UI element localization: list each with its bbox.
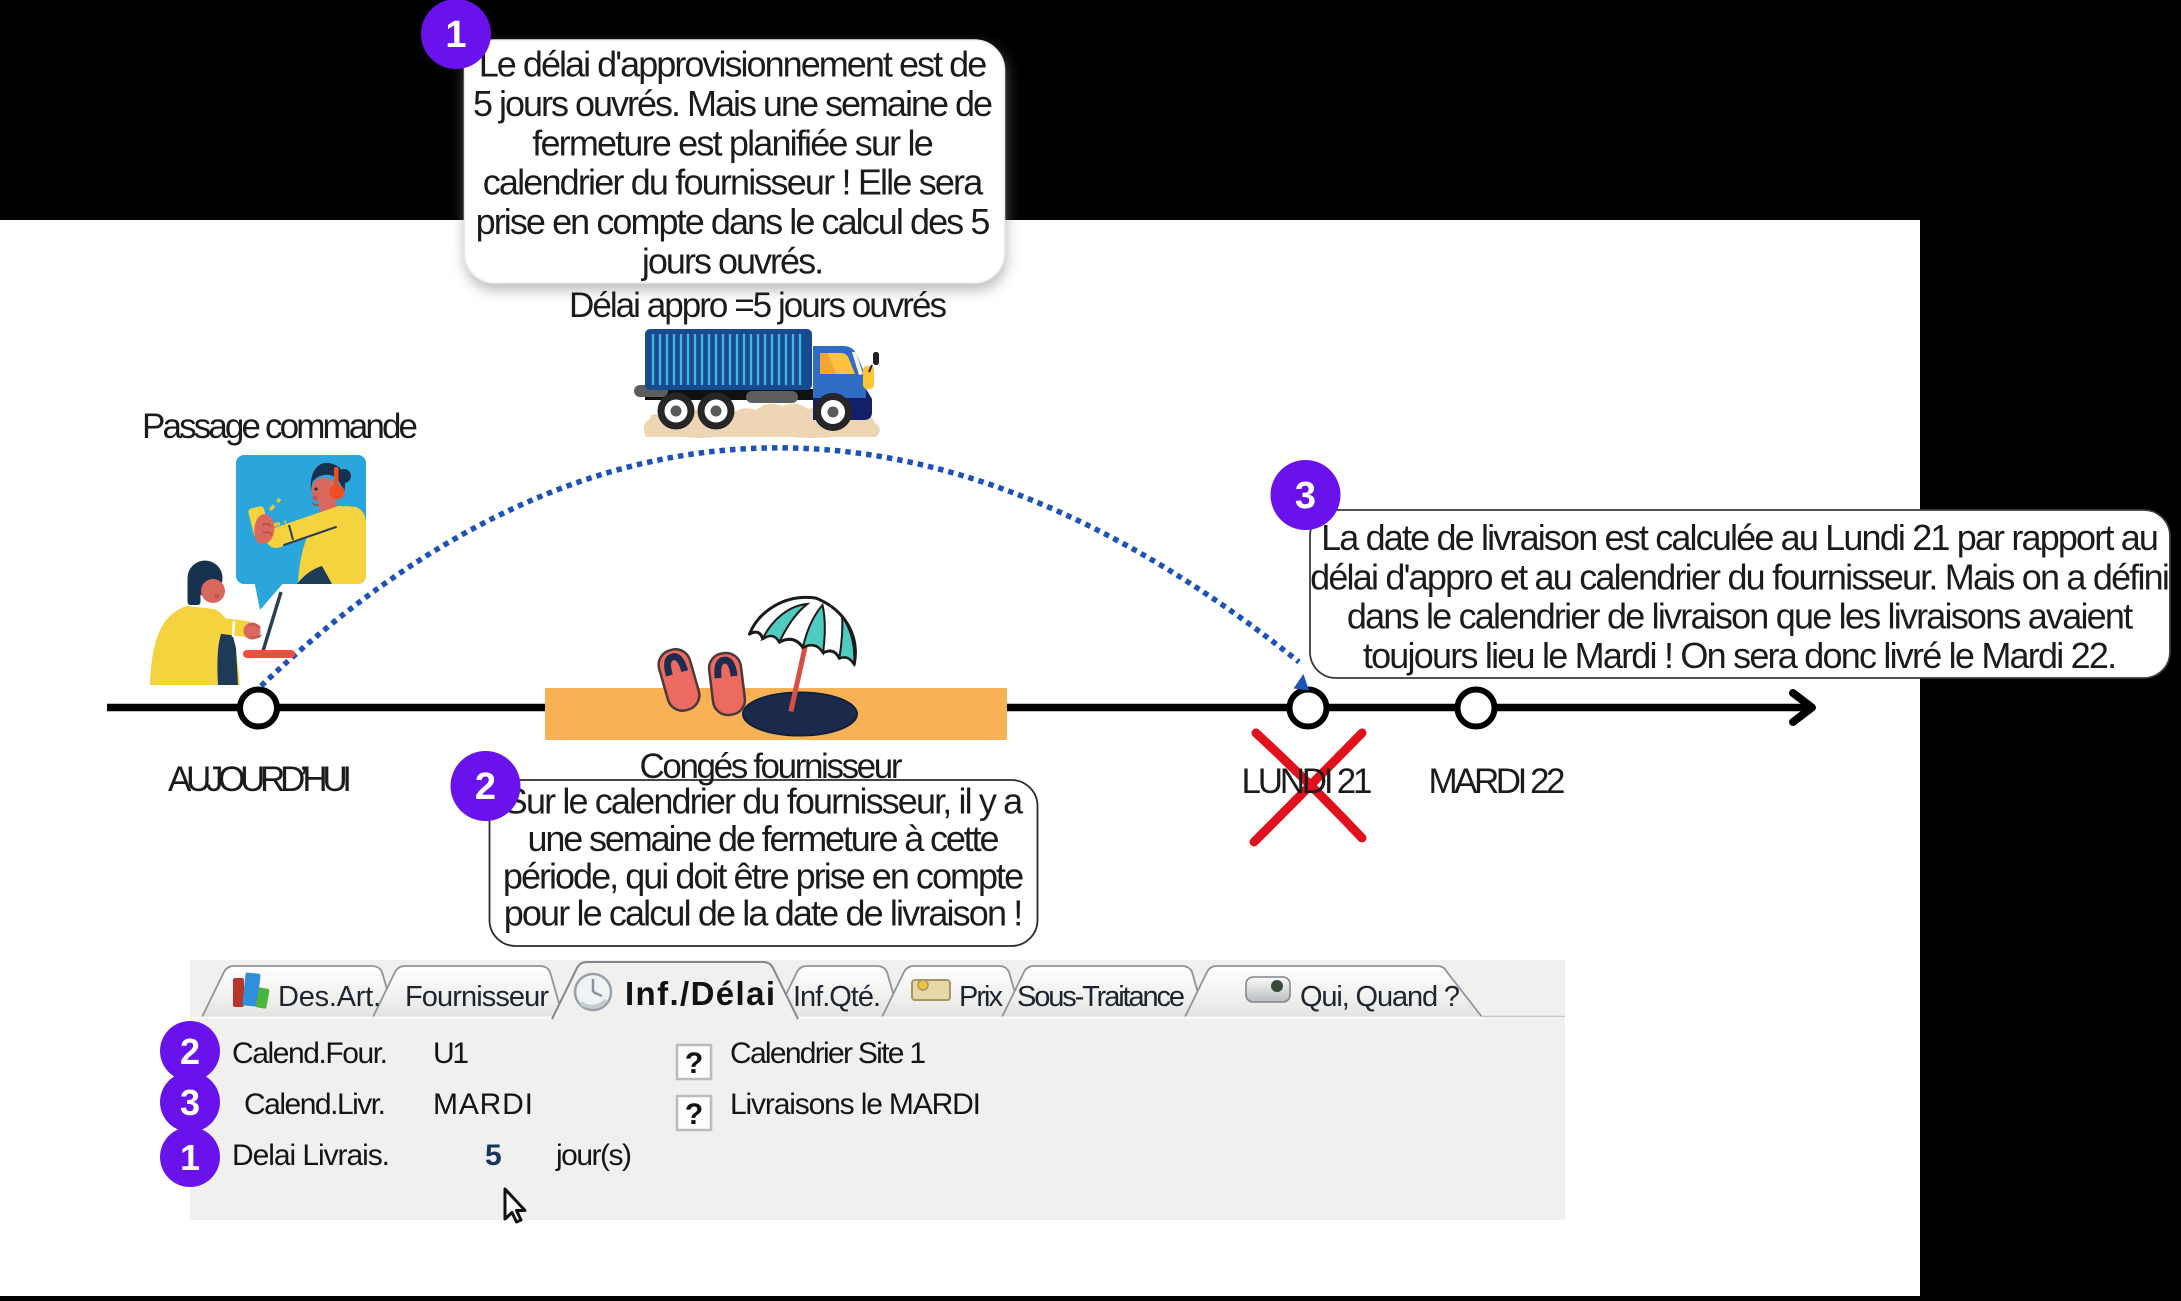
svg-text:une semaine de fermeture à cet: une semaine de fermeture à cette — [527, 818, 999, 859]
svg-text:5: 5 — [485, 1139, 502, 1172]
svg-text:2: 2 — [475, 766, 496, 808]
svg-text:2: 2 — [180, 1031, 200, 1072]
svg-text:?: ? — [685, 1047, 703, 1080]
svg-text:délai d'appro et au calendrier: délai d'appro et au calendrier du fourni… — [1310, 556, 2170, 597]
svg-text:U1: U1 — [433, 1037, 469, 1070]
svg-text:?: ? — [685, 1098, 703, 1131]
svg-text:jour(s): jour(s) — [555, 1139, 632, 1172]
svg-text:Sous-Traitance: Sous-Traitance — [1017, 981, 1185, 1013]
svg-text:Passage commande: Passage commande — [142, 407, 418, 446]
svg-text:AUJOURD’HUI: AUJOURD’HUI — [168, 760, 352, 799]
svg-text:calendrier du fournisseur ! El: calendrier du fournisseur ! Elle sera — [483, 162, 984, 203]
svg-text:prise en compte dans le calcul: prise en compte dans le calcul des 5 — [476, 201, 991, 242]
svg-text:1: 1 — [180, 1137, 200, 1178]
svg-text:Livraisons le MARDI: Livraisons le MARDI — [730, 1088, 981, 1121]
svg-text:3: 3 — [180, 1082, 200, 1123]
svg-text:5 jours ouvrés. Mais une semai: 5 jours ouvrés. Mais une semaine de — [473, 83, 993, 124]
svg-text:fermeture est planifiée sur le: fermeture est planifiée sur le — [532, 122, 934, 163]
svg-text:période, qui doit être prise e: période, qui doit être prise en compte — [503, 855, 1024, 896]
svg-text:Des.Art.: Des.Art. — [278, 981, 381, 1013]
svg-text:MARDI: MARDI — [433, 1088, 533, 1121]
svg-text:3: 3 — [1295, 475, 1316, 517]
svg-text:Calendrier Site 1: Calendrier Site 1 — [730, 1037, 926, 1070]
svg-text:Qui, Quand ?: Qui, Quand ? — [1300, 981, 1460, 1013]
svg-text:Prix: Prix — [959, 981, 1004, 1013]
svg-text:LUNDI 21: LUNDI 21 — [1242, 762, 1373, 801]
svg-text:jours ouvrés.: jours ouvrés. — [641, 241, 824, 282]
svg-text:Fournisseur: Fournisseur — [405, 981, 549, 1013]
svg-text:toujours lieu le Mardi ! On se: toujours lieu le Mardi ! On sera donc li… — [1363, 635, 2117, 676]
svg-text:Inf.Qté.: Inf.Qté. — [793, 981, 881, 1013]
svg-text:Calend.Four.: Calend.Four. — [232, 1037, 388, 1070]
svg-text:Calend.Livr.: Calend.Livr. — [244, 1088, 386, 1121]
svg-text:dans le calendrier de livraiso: dans le calendrier de livraison que les … — [1347, 596, 2133, 637]
svg-text:Délai appro =5 jours ouvrés: Délai appro =5 jours ouvrés — [569, 286, 947, 325]
svg-text:1: 1 — [445, 14, 466, 56]
svg-text:MARDI 22: MARDI 22 — [1429, 762, 1566, 801]
svg-text:pour le calcul de la date de l: pour le calcul de la date de livraison ! — [504, 893, 1024, 934]
svg-text:Inf./Délai: Inf./Délai — [625, 975, 775, 1012]
svg-text:La date de livraison est calcu: La date de livraison est calculée au Lun… — [1321, 517, 2159, 558]
svg-text:Congés fournisseur: Congés fournisseur — [640, 747, 903, 786]
svg-text:Sur le calendrier du fournisse: Sur le calendrier du fournisseur, il y a — [504, 781, 1024, 822]
svg-text:Delai Livrais.: Delai Livrais. — [232, 1139, 390, 1172]
svg-text:Le délai d'approvisionnement e: Le délai d'approvisionnement est de — [479, 44, 988, 85]
